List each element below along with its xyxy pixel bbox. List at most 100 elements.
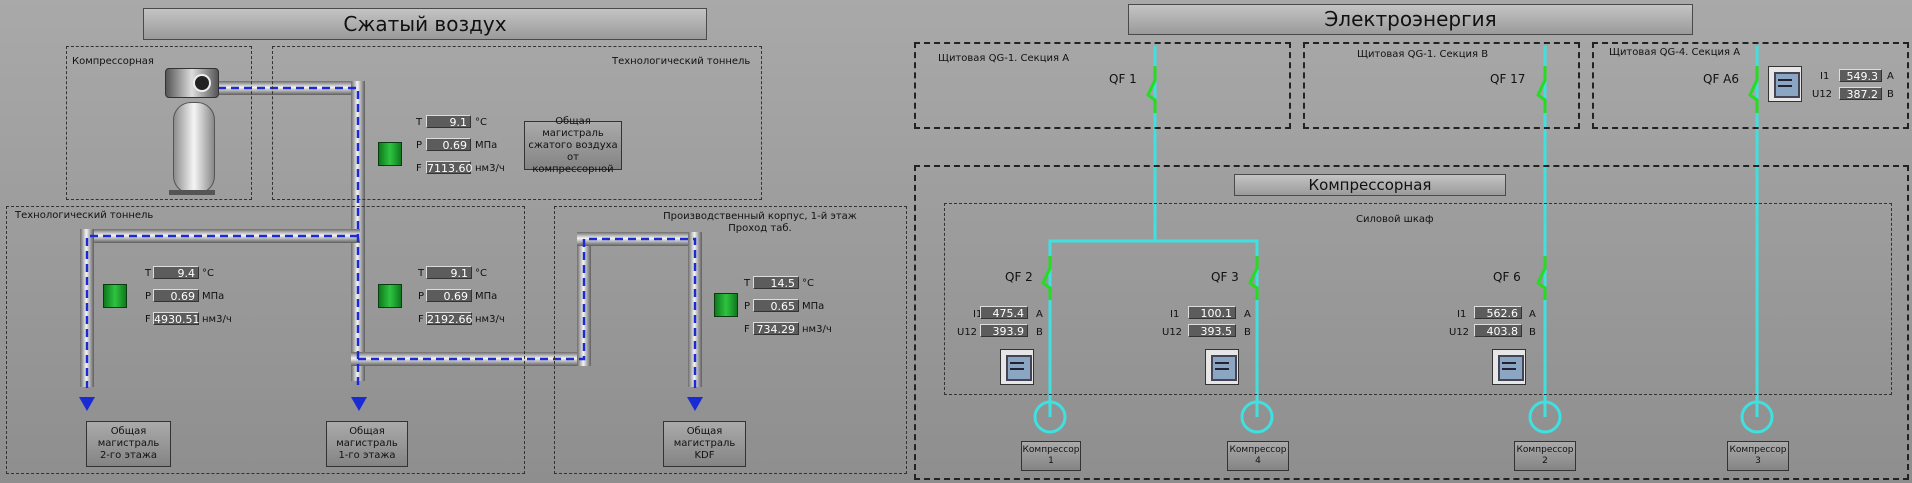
- main-p-unit: МПа: [475, 140, 498, 151]
- kdf-t-unit: °C: [802, 278, 814, 289]
- qfa6-a-unit: А: [1887, 71, 1894, 82]
- floor1-flow-arrow-icon: [351, 397, 367, 411]
- qf6-current-value: 562.6: [1474, 306, 1522, 320]
- air-section-title: Сжатый воздух: [143, 8, 707, 40]
- floor1-p-label: P: [418, 291, 425, 302]
- floor2-t-label: T: [145, 268, 152, 279]
- production-frame: [554, 206, 907, 474]
- main-flow-value: 7113.60: [426, 161, 473, 175]
- floor1-t-label: T: [418, 268, 425, 279]
- qf6-u12-label: U12: [1449, 327, 1470, 338]
- dest-floor2-2: магистраль: [97, 438, 160, 449]
- compressor-room-elec-title: Компрессорная: [1234, 174, 1506, 196]
- tunnel-top-frame: [272, 46, 762, 200]
- compressor-1-l2: 1: [1048, 456, 1054, 466]
- meter-qfa6-icon[interactable]: [1768, 66, 1802, 102]
- main-line-caption[interactable]: Общая магистраль сжатого воздуха от комп…: [524, 116, 622, 175]
- compressor-4-l2: 4: [1255, 456, 1261, 466]
- qf3-u12-label: U12: [1162, 327, 1183, 338]
- kdf-p-label: P: [744, 301, 751, 312]
- dest-floor2-1: Общая: [110, 426, 147, 437]
- panel-b-frame: [1303, 42, 1580, 129]
- meter-qf6-icon[interactable]: [1492, 349, 1526, 385]
- qf2-current-value: 475.4: [980, 306, 1028, 320]
- compressor-room-label: Компрессорная: [72, 56, 154, 67]
- qf2-a-unit: А: [1036, 309, 1043, 320]
- floor1-t-unit: °C: [475, 268, 487, 279]
- tunnel-top-label: Технологический тоннель: [612, 56, 751, 67]
- floor2-flow-arrow-icon: [79, 397, 95, 411]
- compressor-4-button[interactable]: Компрессор 4: [1227, 441, 1289, 471]
- tunnel-left-frame: [6, 206, 525, 474]
- dest-kdf-2: магистраль: [673, 438, 736, 449]
- main-t-label: T: [416, 117, 423, 128]
- qf2-voltage-value: 393.9: [980, 324, 1028, 338]
- qf2-i1-label: I1: [973, 309, 983, 320]
- kdf-t-label: T: [744, 278, 751, 289]
- floor2-f-unit: нм3/ч: [202, 314, 232, 325]
- floor2-flow-value: 4930.51: [153, 312, 200, 326]
- floor1-temperature-value: 9.1: [426, 266, 472, 280]
- dest-floor1-2: магистраль: [336, 438, 398, 449]
- compressor-room-frame: [66, 46, 252, 200]
- compressor-room-elec-frame: [914, 165, 1909, 480]
- qfa6-voltage-value: 387.2: [1839, 87, 1882, 101]
- qf3-v-unit: В: [1244, 327, 1251, 338]
- kdf-flow-value: 734.29: [753, 322, 799, 336]
- compressor-2-button[interactable]: Компрессор 2: [1514, 441, 1576, 471]
- panel-a-frame: [914, 42, 1291, 129]
- compressor-2-l1: Компрессор: [1516, 445, 1574, 456]
- compressor-1-button[interactable]: Компрессор 1: [1021, 441, 1081, 471]
- qf17-label: QF 17: [1490, 72, 1526, 86]
- tunnel-left-label: Технологический тоннель: [15, 210, 154, 221]
- compressor-3-button[interactable]: Компрессор 3: [1727, 441, 1789, 471]
- dest-floor1-3: 1-го этажа: [338, 450, 396, 461]
- meter-qf2-icon[interactable]: [1000, 349, 1034, 385]
- electric-section-title: Электроэнергия: [1128, 4, 1693, 35]
- main-line-valve[interactable]: [378, 142, 402, 166]
- production-label-1: Производственный корпус, 1-й этаж: [663, 211, 857, 222]
- main-temperature-value: 9.1: [426, 115, 471, 129]
- main-p-label: P: [416, 140, 423, 151]
- panel-c-label: Щитовая QG-4. Секция А: [1609, 47, 1741, 58]
- dest-kdf-button[interactable]: Общая магистраль KDF: [663, 421, 746, 467]
- floor2-valve[interactable]: [103, 284, 127, 308]
- main-line-caption-1: Общая магистраль: [542, 115, 604, 139]
- production-label-2: Проход таб.: [728, 223, 792, 234]
- compressor-2-l2: 2: [1542, 456, 1548, 466]
- floor2-pressure-value: 0.69: [153, 289, 199, 303]
- qfa6-i1-label: I1: [1820, 71, 1830, 82]
- kdf-pressure-value: 0.65: [753, 299, 799, 313]
- floor2-p-unit: МПа: [202, 291, 225, 302]
- floor1-flow-value: 2192.66: [426, 312, 473, 326]
- floor1-valve[interactable]: [378, 284, 402, 308]
- qfa6-label: QF А6: [1703, 72, 1740, 86]
- main-line-caption-3: компрессорной: [532, 163, 614, 175]
- breaker-switches: [1041, 66, 1759, 300]
- floor2-t-unit: °C: [202, 268, 214, 279]
- qf2-u12-label: U12: [957, 327, 978, 338]
- dest-floor1-button[interactable]: Общая магистраль 1-го этажа: [326, 421, 408, 467]
- power-cabinet-frame: [944, 203, 1892, 395]
- dest-kdf-3: KDF: [694, 450, 715, 461]
- qf3-current-value: 100.1: [1188, 306, 1236, 320]
- pipe-kdf-branch: [351, 352, 591, 366]
- dest-floor2-button[interactable]: Общая магистраль 2-го этажа: [86, 421, 171, 467]
- qf3-i1-label: I1: [1170, 309, 1180, 320]
- compressor-4-l1: Компрессор: [1229, 445, 1287, 456]
- dest-floor2-3: 2-го этажа: [99, 450, 158, 461]
- floor2-p-label: P: [145, 291, 152, 302]
- floor1-f-unit: нм3/ч: [475, 314, 505, 325]
- floor1-pressure-value: 0.69: [426, 289, 472, 303]
- floor2-f-label: F: [145, 314, 151, 325]
- air-flow-lines: [85, 86, 697, 388]
- compressor-icon[interactable]: [165, 60, 220, 200]
- qfa6-u12-label: U12: [1812, 89, 1833, 100]
- panel-a-label: Щитовая QG-1. Секция А: [938, 53, 1070, 64]
- meter-qf3-icon[interactable]: [1205, 349, 1239, 385]
- qfa6-current-value: 549.3: [1839, 69, 1882, 83]
- kdf-valve[interactable]: [714, 293, 738, 317]
- floor2-temperature-value: 9.4: [153, 266, 199, 280]
- qf6-label: QF 6: [1493, 270, 1521, 284]
